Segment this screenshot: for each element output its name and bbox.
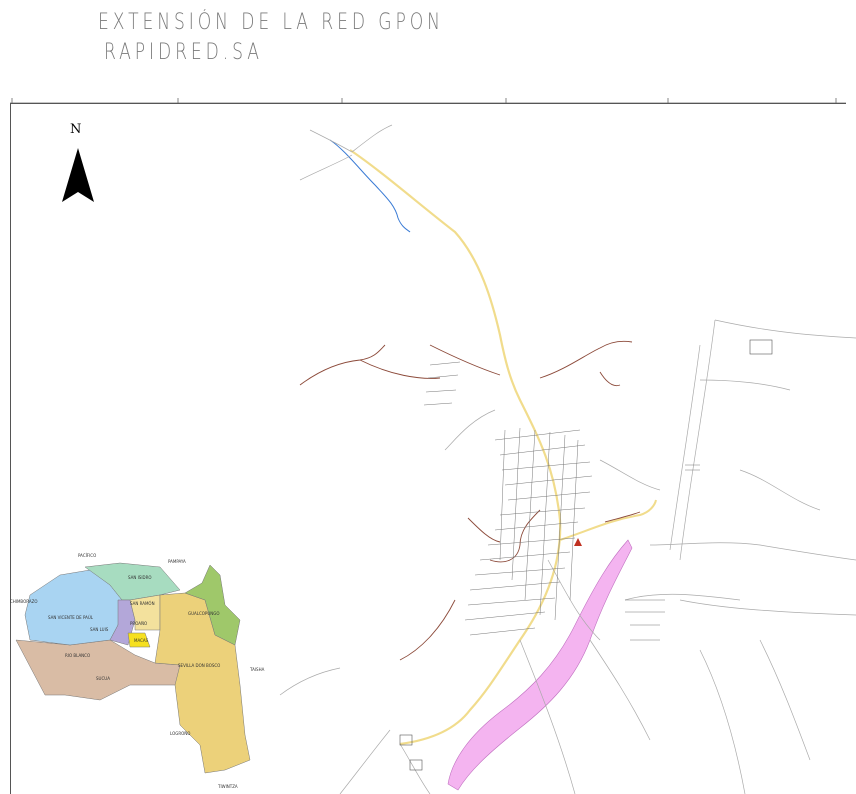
inset-label-san-vicente: SAN VICENTE DE PAÚL	[48, 615, 94, 620]
poi-marker	[574, 538, 582, 546]
inset-label-logrono: LOGROÑO	[170, 731, 190, 736]
map-frame	[10, 103, 846, 794]
inset-label-sevilla: SEVILLA DON BOSCO	[178, 663, 220, 668]
river	[329, 139, 411, 233]
inset-label-proano: PROAÑO	[130, 621, 147, 626]
inset-label-taisha: TAISHA	[249, 667, 265, 672]
north-label: N	[70, 122, 82, 137]
inset-location-map: PACÍFICO PAMPAYA CHIMBORAZO SAN VICENTE …	[10, 553, 265, 789]
north-arrow-icon	[62, 148, 94, 202]
map-title-line2: RAPIDRED.SA	[104, 40, 263, 65]
inset-label-sucua: SUCUA	[96, 676, 110, 681]
inset-label-gualcopungo: GUALCOPUNGO	[188, 611, 220, 616]
map-title-line1: EXTENSIÓN DE LA RED GPON	[98, 10, 444, 35]
region-volcan	[129, 594, 161, 631]
region-rio-blanco	[15, 639, 181, 701]
inset-label-pampaya: PAMPAYA	[168, 559, 186, 564]
inset-label-macas: MACAS	[134, 638, 149, 643]
inset-label-chimborazo: CHIMBORAZO	[10, 599, 38, 604]
inset-label-san-luis: SAN LUIS	[90, 627, 109, 632]
main-road	[349, 149, 562, 746]
inset-label-san-isidro: SAN ISIDRO	[128, 575, 152, 580]
inset-label-tiwintza: TIWINTZA	[217, 784, 238, 789]
inset-label-san-ramon: SAN RAMÓN	[130, 601, 155, 606]
inset-label-pacific: PACÍFICO	[78, 553, 96, 558]
inset-label-rio-blanco: RIO BLANCO	[65, 653, 90, 658]
reserve-zone	[447, 539, 633, 791]
region-gualcopungo	[184, 564, 241, 646]
region-macas	[127, 632, 151, 648]
